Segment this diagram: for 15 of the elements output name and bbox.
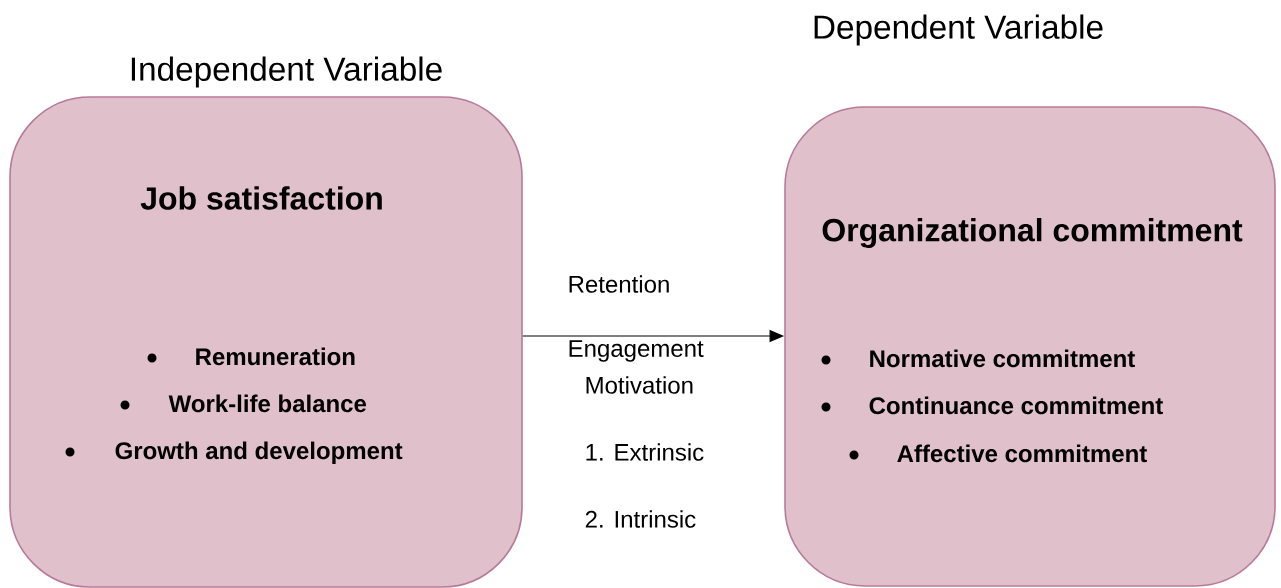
bullet-item: Growth and development (65, 441, 403, 464)
note-text: Motivation (586, 376, 693, 394)
box-title: Job satisfaction (140, 186, 382, 210)
bullet-item: Remuneration (147, 347, 355, 366)
note-text: Engagement (569, 340, 704, 362)
bullet-item: Continuance commitment (821, 396, 1163, 415)
note-text: 1. Extrinsic (586, 443, 704, 461)
box-title: Organizational commitment (822, 218, 1243, 248)
bullet-item: Affective commitment (849, 444, 1147, 463)
bullet-item: Normative commitment (821, 349, 1135, 368)
note-text: Retention (569, 275, 669, 293)
note-text: 2. Intrinsic (585, 510, 696, 528)
heading: Dependent Variable (814, 14, 1103, 46)
heading: Independent Variable (131, 56, 442, 88)
bullet-item: Work-life balance (120, 394, 367, 413)
